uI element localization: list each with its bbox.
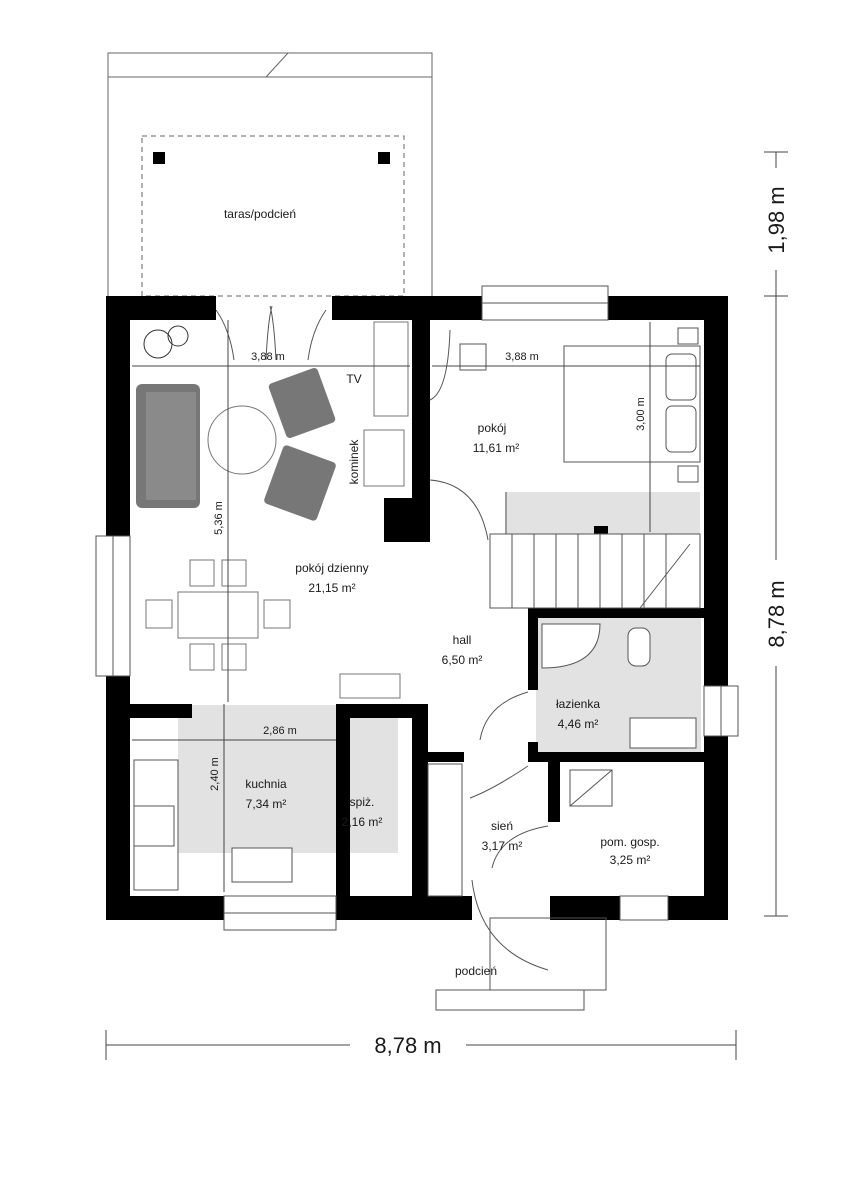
room-name-utility: pom. gosp. — [600, 835, 659, 849]
dim-living-depth: 5,36 m — [213, 501, 225, 535]
room-area-utility: 3,25 m² — [610, 853, 651, 867]
dimension-lines — [105, 151, 788, 1060]
room-name-bathroom: łazienka — [556, 697, 600, 711]
stairs — [489, 533, 701, 609]
doors — [215, 305, 549, 971]
living-furniture — [136, 321, 409, 699]
dim-overall-width: 8,78 m — [374, 1033, 441, 1058]
room-name-vestibule: sień — [491, 819, 513, 833]
room-name-porch: podcień — [455, 964, 497, 978]
room-area-vestibule: 3,17 m² — [482, 839, 523, 853]
dim-living-width: 3,88 m — [251, 351, 285, 363]
room-name-living: pokój dzienny — [295, 561, 368, 575]
plant-icon — [143, 325, 189, 359]
walls — [106, 296, 728, 920]
room-area-hall: 6,50 m² — [442, 653, 483, 667]
room-name-bedroom: pokój — [478, 421, 507, 435]
room-area-kitchen: 7,34 m² — [246, 797, 287, 811]
dim-terrace-depth: 1,98 m — [764, 186, 789, 253]
room-area-bedroom: 11,61 m² — [473, 441, 519, 455]
room-area-pantry: 2,16 m² — [342, 815, 383, 829]
fireplace-label: kominek — [347, 439, 361, 485]
dim-room-width: 3,88 m — [505, 351, 539, 363]
windows — [95, 285, 739, 931]
room-area-living: 21,15 m² — [308, 581, 355, 595]
room-name-terrace: taras/podcień — [224, 207, 296, 221]
room-area-bathroom: 4,46 m² — [558, 717, 599, 731]
room-name-pantry: spiż. — [350, 795, 375, 809]
tv-label: TV — [346, 372, 361, 386]
dim-kitchen-width: 2,86 m — [263, 725, 297, 737]
terrace — [107, 52, 433, 297]
dim-kitchen-depth: 2,40 m — [209, 757, 221, 791]
bedroom-furniture — [459, 327, 701, 534]
dim-overall-depth: 8,78 m — [764, 580, 789, 647]
room-name-hall: hall — [453, 633, 472, 647]
fixtures — [133, 623, 697, 1011]
dim-room-depth: 3,00 m — [635, 397, 647, 431]
room-name-kitchen: kuchnia — [245, 777, 287, 791]
